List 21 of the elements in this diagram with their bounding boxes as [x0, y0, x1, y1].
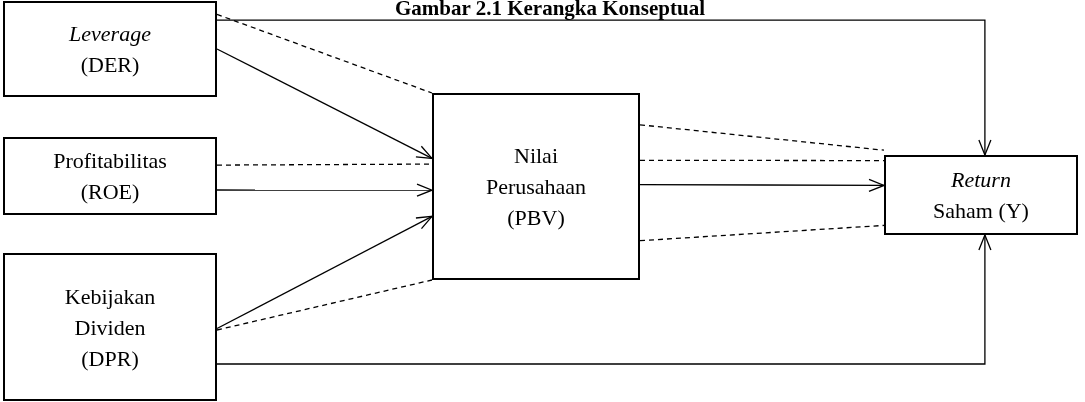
- variable-label: Kebijakan Dividen (DPR): [63, 282, 157, 373]
- connector-line: [216, 279, 433, 331]
- variable-label: Return Saham (Y): [932, 166, 1030, 225]
- arrow: [216, 234, 992, 365]
- variable-label: Profitabilitas (ROE): [52, 147, 168, 206]
- variable-label: Nilai Perusahaan (PBV): [484, 142, 588, 232]
- variable-box: [884, 155, 1078, 235]
- variable-box: [3, 137, 217, 215]
- arrow: [216, 215, 433, 330]
- arrow: [216, 48, 433, 160]
- connector-line: [639, 124, 885, 151]
- variable-box: [3, 1, 217, 97]
- connector-line: [639, 224, 885, 242]
- arrow: [639, 178, 885, 192]
- figure-title: Gambar 2.1 Kerangka Konseptual: [394, 0, 706, 21]
- variable-box: [3, 253, 217, 401]
- arrow: [216, 183, 433, 197]
- variable-label: Leverage (DER): [68, 20, 152, 79]
- variable-box: [432, 93, 640, 280]
- connector-line: [216, 13, 433, 94]
- arrow: [216, 19, 992, 156]
